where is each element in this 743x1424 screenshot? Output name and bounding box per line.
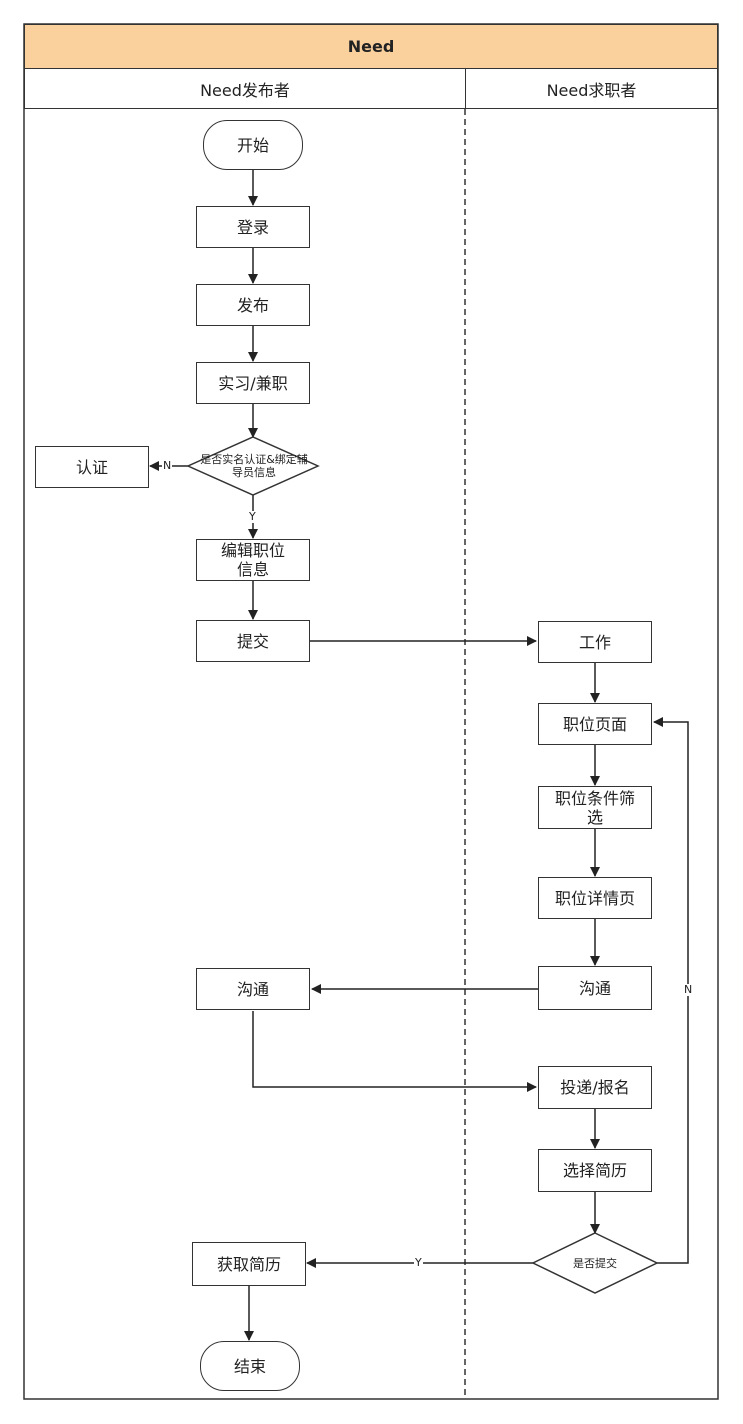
node-communicate-publisher: 沟通 bbox=[196, 968, 310, 1010]
node-end: 结束 bbox=[200, 1341, 300, 1391]
node-submit: 提交 bbox=[196, 620, 310, 662]
edge-label-verify-no: N bbox=[162, 459, 173, 472]
decision-verify-shape bbox=[186, 436, 320, 496]
node-job-filter: 职位条件筛选 bbox=[538, 786, 652, 829]
edge-label-submit-yes: Y bbox=[414, 1256, 423, 1269]
edge-label-verify-yes: Y bbox=[248, 510, 257, 523]
node-job-detail: 职位详情页 bbox=[538, 877, 652, 919]
node-submit-question: 是否提交 bbox=[573, 1256, 617, 1270]
lane-header-publisher: Need发布者 bbox=[24, 68, 466, 109]
node-apply: 投递/报名 bbox=[538, 1066, 652, 1109]
node-publish: 发布 bbox=[196, 284, 310, 326]
diagram-title: Need bbox=[24, 24, 718, 69]
node-job-page: 职位页面 bbox=[538, 703, 652, 745]
decision-submit-shape bbox=[531, 1232, 659, 1294]
node-login: 登录 bbox=[196, 206, 310, 248]
node-verify-question: 是否实名认证&绑定辅导员信息 bbox=[200, 453, 308, 479]
node-edit-job-info: 编辑职位信息 bbox=[196, 539, 310, 581]
node-get-resume: 获取简历 bbox=[192, 1242, 306, 1286]
node-certify: 认证 bbox=[35, 446, 149, 488]
node-choose-resume: 选择简历 bbox=[538, 1149, 652, 1192]
node-start: 开始 bbox=[203, 120, 303, 170]
node-communicate-seeker: 沟通 bbox=[538, 966, 652, 1010]
edge-label-submit-no: N bbox=[683, 983, 694, 996]
node-intern: 实习/兼职 bbox=[196, 362, 310, 404]
edge-comm-apply bbox=[252, 1011, 537, 1092]
lane-header-seeker: Need求职者 bbox=[465, 68, 718, 109]
node-work: 工作 bbox=[538, 621, 652, 663]
